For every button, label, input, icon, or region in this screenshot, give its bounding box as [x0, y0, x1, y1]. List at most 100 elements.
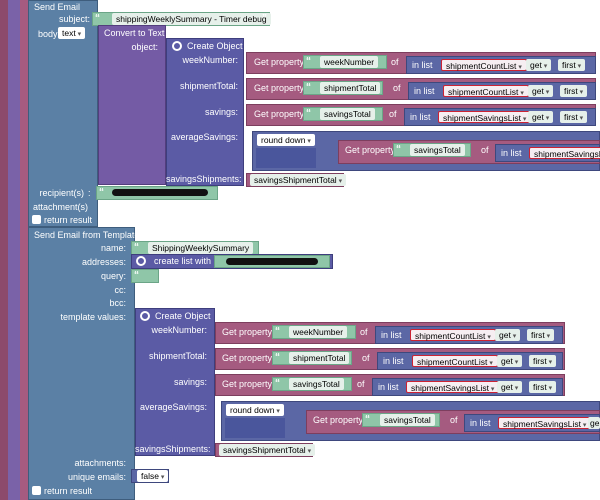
savingstotal-value[interactable]: savingsTotal	[320, 108, 375, 120]
list-var-dropdown[interactable]: shipmentCountList	[410, 329, 496, 341]
list-var-dropdown[interactable]: shipmentSavingsList	[406, 381, 500, 393]
subject-label: subject:	[58, 14, 90, 24]
create-object-label: Create Object	[155, 311, 211, 321]
list-var-dropdown[interactable]: shipmentCountList	[443, 85, 529, 97]
in-list-label: in list	[410, 112, 431, 122]
first-dropdown[interactable]: first	[558, 59, 586, 71]
subject-value[interactable]: shippingWeeklySummary - Timer debug	[112, 13, 271, 25]
quote-icon: ”	[262, 13, 267, 24]
name-label: name:	[100, 243, 126, 253]
addresses-label: addresses:	[81, 257, 126, 267]
list-var-dropdown[interactable]: shipmentSavingsLis	[529, 147, 600, 159]
savings-label: savings:	[173, 377, 207, 387]
create-object-block-template[interactable]	[135, 308, 215, 456]
in-list-label: in list	[470, 418, 491, 428]
list-var-dropdown[interactable]: shipmentCountList	[412, 355, 498, 367]
redacted-email	[112, 189, 208, 196]
in-list-label: in list	[381, 330, 402, 340]
gear-icon[interactable]	[172, 41, 182, 51]
return-result-checkbox[interactable]	[32, 486, 41, 495]
get-property-label: Get property	[313, 415, 364, 425]
shipmenttotal-label: shipmentTotal:	[179, 81, 238, 91]
in-list-label: in list	[412, 60, 433, 70]
weeknumber-value[interactable]: weekNumber	[320, 56, 379, 68]
quote-icon: “	[306, 56, 311, 67]
create-list-label: create list with	[154, 256, 212, 266]
first-dropdown[interactable]: first	[560, 111, 588, 123]
quote-icon: “	[95, 13, 100, 24]
convert-to-text-block[interactable]	[98, 25, 166, 185]
savingsshipmenttotal-dropdown[interactable]: savingsShipmentTotal	[250, 174, 347, 186]
list-var-dropdown[interactable]: shipmentCountList	[441, 59, 527, 71]
first-dropdown[interactable]: first	[529, 355, 557, 367]
unique-emails-dropdown[interactable]: false	[137, 470, 169, 482]
weeknumber-value[interactable]: weekNumber	[289, 326, 348, 338]
outer-block-edge-3	[20, 0, 28, 500]
create-object-block[interactable]	[166, 38, 244, 186]
first-dropdown[interactable]: first	[560, 85, 588, 97]
gear-icon[interactable]	[140, 311, 150, 321]
savingsshipments-label: savingsShipments:	[166, 174, 242, 184]
round-down-inner	[225, 418, 285, 438]
shipmenttotal-value[interactable]: shipmentTotal	[320, 82, 381, 94]
send-email-template-block[interactable]	[28, 227, 135, 500]
attachments-label: attachment(s)	[32, 202, 88, 212]
template-values-label: template values:	[60, 312, 126, 322]
quote-icon: “	[275, 326, 280, 337]
savingstotal-value[interactable]: savingsTotal	[410, 144, 465, 156]
quote-icon: “	[134, 242, 139, 253]
in-list-label: in list	[414, 86, 435, 96]
list-var-dropdown[interactable]: shipmentSavingsList	[498, 417, 592, 429]
in-list-label: in list	[501, 148, 522, 158]
get-property-label: Get property	[222, 379, 273, 389]
weeknumber-label: weekNumber:	[182, 55, 238, 65]
outer-block-edge	[0, 0, 8, 500]
averagesavings-label: averageSavings:	[170, 132, 238, 142]
name-value[interactable]: ShippingWeeklySummary	[148, 242, 254, 254]
savingstotal-value[interactable]: savingsTotal	[289, 378, 344, 390]
of-label: of	[391, 57, 399, 67]
of-label: of	[362, 353, 370, 363]
get-dropdown[interactable]: get	[495, 329, 521, 341]
body-label: body	[38, 29, 58, 39]
get-property-label: Get property	[254, 83, 305, 93]
shipmenttotal-value[interactable]: shipmentTotal	[289, 352, 350, 364]
first-dropdown[interactable]: first	[527, 329, 555, 341]
redacted-address	[226, 258, 318, 265]
get-property-label: Get property	[222, 327, 273, 337]
of-label: of	[357, 379, 365, 389]
of-label: of	[450, 415, 458, 425]
get-dropdown[interactable]: get	[528, 85, 554, 97]
return-result-label: return result	[44, 215, 93, 225]
quote-icon: “	[99, 187, 104, 198]
get-property-label: Get property	[222, 353, 273, 363]
bcc-label: bcc:	[109, 298, 126, 308]
return-result-checkbox[interactable]	[32, 215, 41, 224]
of-label: of	[481, 145, 489, 155]
get-dropdown[interactable]: ge	[588, 417, 600, 429]
get-dropdown[interactable]: get	[528, 111, 554, 123]
shipmenttotal-label: shipmentTotal:	[148, 351, 207, 361]
object-label: object:	[131, 42, 158, 52]
get-property-label: Get property	[345, 145, 396, 155]
round-down-dropdown[interactable]: round down	[257, 134, 315, 146]
body-type-dropdown[interactable]: text	[58, 27, 86, 39]
get-dropdown[interactable]: get	[497, 355, 523, 367]
savings-label: savings:	[204, 107, 238, 117]
get-dropdown[interactable]: get	[497, 381, 523, 393]
savingsshipmenttotal-dropdown[interactable]: savingsShipmentTotal	[219, 444, 316, 456]
query-label: query:	[100, 271, 126, 281]
list-var-dropdown[interactable]: shipmentSavingsList	[438, 111, 532, 123]
of-label: of	[389, 109, 397, 119]
query-string[interactable]	[131, 269, 159, 283]
get-dropdown[interactable]: get	[526, 59, 552, 71]
savingstotal-value[interactable]: savingsTotal	[380, 414, 435, 426]
recipients-label: recipient(s)	[39, 188, 84, 198]
recipients-colon: :	[88, 188, 91, 198]
convert-to-text-label: Convert to Text	[104, 28, 165, 38]
gear-icon[interactable]	[136, 256, 146, 266]
first-dropdown[interactable]: first	[529, 381, 557, 393]
round-down-dropdown[interactable]: round down	[226, 404, 284, 416]
quote-icon: “	[306, 108, 311, 119]
get-property-label: Get property	[254, 109, 305, 119]
